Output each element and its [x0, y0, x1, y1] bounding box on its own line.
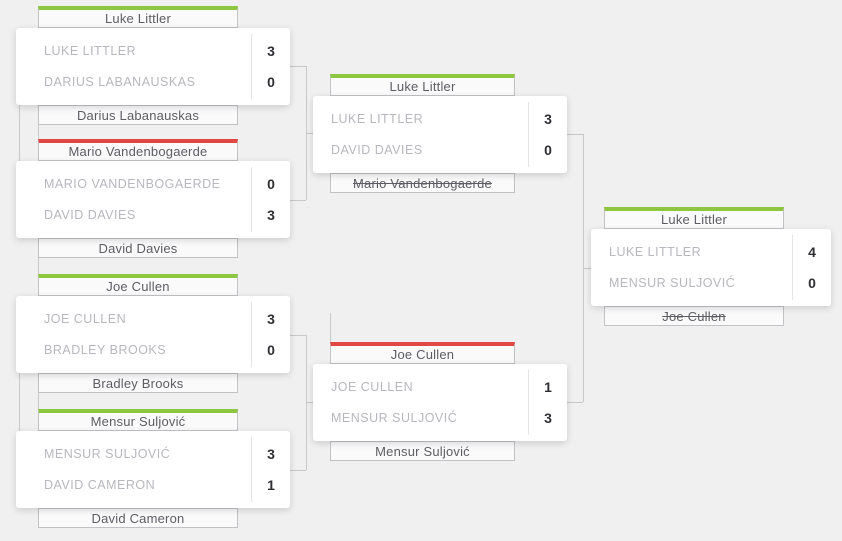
match2-top-slot-tab[interactable]: Mario Vandenbogaerde — [38, 139, 238, 161]
connector-line — [38, 393, 39, 409]
connector-line — [290, 200, 306, 201]
slot-player-name: Luke Littler — [105, 11, 171, 26]
final-score-card[interactable]: LUKE LITTLER 4 MENSUR SULJOVIĆ 0 — [591, 229, 831, 306]
connector-line — [583, 268, 592, 269]
connector-line — [38, 258, 39, 274]
semifinal2-bottom-slot-tab[interactable]: Mensur Suljović — [330, 441, 515, 461]
player-name: JOE CULLEN — [44, 311, 127, 326]
player-score: 0 — [544, 142, 552, 159]
player-score: 1 — [267, 477, 275, 494]
match2-score-card[interactable]: MARIO VANDENBOGAERDE 0 DAVID DAVIES 3 — [16, 161, 290, 238]
connector-line — [19, 334, 20, 470]
player-name: MENSUR SULJOVIĆ — [609, 276, 736, 291]
slot-player-name: Bradley Brooks — [92, 375, 184, 391]
player-score: 3 — [544, 110, 552, 127]
connector-line — [290, 66, 306, 67]
player-row: DAVID DAVIES 0 — [313, 135, 567, 167]
score-divider — [251, 437, 252, 502]
player-row: LUKE LITTLER 3 — [313, 103, 567, 135]
player-row: DAVID DAVIES 3 — [16, 200, 290, 232]
player-score: 4 — [808, 243, 816, 260]
player-row: MARIO VANDENBOGAERDE 0 — [16, 168, 290, 200]
connector-line — [306, 402, 314, 403]
match3-top-slot-tab[interactable]: Joe Cullen — [38, 274, 238, 296]
player-name: DAVID CAMERON — [44, 478, 156, 493]
player-score: 3 — [267, 310, 275, 327]
score-divider — [528, 370, 529, 435]
semifinal1-bottom-slot-tab[interactable]: Mario Vandenbogaerde — [330, 173, 515, 193]
player-name: MENSUR SULJOVIĆ — [44, 446, 171, 461]
player-score: 3 — [267, 207, 275, 224]
match2-bottom-slot-tab[interactable]: David Davies — [38, 238, 238, 258]
match1-top-slot-tab[interactable]: Luke Littler — [38, 6, 238, 28]
final-bottom-slot-tab[interactable]: Joe Cullen — [604, 306, 784, 326]
player-name: LUKE LITTLER — [331, 111, 424, 126]
semifinal2-top-slot-tab[interactable]: Joe Cullen — [330, 342, 515, 364]
connector-line — [330, 313, 331, 342]
connector-line — [567, 134, 583, 135]
player-row: JOE CULLEN 1 — [313, 371, 567, 403]
connector-line — [19, 66, 20, 200]
slot-player-name: Darius Labanauskas — [76, 107, 200, 123]
slot-player-name: Mensur Suljović — [90, 414, 186, 429]
player-score: 3 — [544, 410, 552, 427]
player-name: DAVID DAVIES — [44, 208, 136, 223]
match4-top-slot-tab[interactable]: Mensur Suljović — [38, 409, 238, 431]
player-score: 0 — [267, 175, 275, 192]
connector-line — [306, 133, 314, 134]
connector-line — [567, 402, 583, 403]
score-divider — [792, 235, 793, 300]
score-divider — [251, 302, 252, 367]
match4-score-card[interactable]: MENSUR SULJOVIĆ 3 DAVID CAMERON 1 — [16, 431, 290, 508]
player-name: LUKE LITTLER — [609, 244, 702, 259]
semifinal1-top-slot-tab[interactable]: Luke Littler — [330, 74, 515, 96]
player-row: LUKE LITTLER 4 — [591, 236, 831, 268]
player-score: 3 — [267, 42, 275, 59]
match3-score-card[interactable]: JOE CULLEN 3 BRADLEY BROOKS 0 — [16, 296, 290, 373]
player-name: MARIO VANDENBOGAERDE — [44, 176, 221, 191]
slot-player-name: Mensur Suljović — [375, 443, 470, 459]
player-score: 0 — [267, 342, 275, 359]
player-score: 1 — [544, 378, 552, 395]
player-name: BRADLEY BROOKS — [44, 343, 167, 358]
slot-player-name: David Davies — [98, 240, 178, 256]
match1-bottom-slot-tab[interactable]: Darius Labanauskas — [38, 105, 238, 125]
slot-player-name: Joe Cullen — [662, 308, 726, 324]
final-top-slot-tab[interactable]: Luke Littler — [604, 207, 784, 229]
match1-score-card[interactable]: LUKE LITTLER 3 DARIUS LABANAUSKAS 0 — [16, 28, 290, 105]
match3-bottom-slot-tab[interactable]: Bradley Brooks — [38, 373, 238, 393]
slot-player-name: Mario Vandenbogaerde — [68, 144, 208, 159]
player-score: 0 — [808, 275, 816, 292]
player-name: LUKE LITTLER — [44, 43, 137, 58]
slot-player-name: David Cameron — [91, 510, 185, 526]
match4-bottom-slot-tab[interactable]: David Cameron — [38, 508, 238, 528]
player-row: MENSUR SULJOVIĆ 3 — [313, 403, 567, 435]
semifinal2-score-card[interactable]: JOE CULLEN 1 MENSUR SULJOVIĆ 3 — [313, 364, 567, 441]
connector-line — [290, 470, 306, 471]
score-divider — [251, 167, 252, 232]
player-row: BRADLEY BROOKS 0 — [16, 335, 290, 367]
semifinal1-score-card[interactable]: LUKE LITTLER 3 DAVID DAVIES 0 — [313, 96, 567, 173]
player-name: JOE CULLEN — [331, 379, 414, 394]
slot-player-name: Joe Cullen — [106, 279, 170, 294]
score-divider — [528, 102, 529, 167]
player-name: DARIUS LABANAUSKAS — [44, 75, 196, 90]
connector-line — [38, 125, 39, 139]
slot-player-name: Luke Littler — [661, 212, 727, 227]
player-score: 3 — [267, 445, 275, 462]
player-row: MENSUR SULJOVIĆ 0 — [591, 268, 831, 300]
player-name: DAVID DAVIES — [331, 143, 423, 158]
slot-player-name: Joe Cullen — [390, 347, 455, 362]
player-row: JOE CULLEN 3 — [16, 303, 290, 335]
slot-player-name: Luke Littler — [389, 79, 456, 94]
player-name: MENSUR SULJOVIĆ — [331, 411, 458, 426]
score-divider — [251, 34, 252, 99]
player-row: MENSUR SULJOVIĆ 3 — [16, 438, 290, 470]
player-row: LUKE LITTLER 3 — [16, 35, 290, 67]
slot-player-name: Mario Vandenbogaerde — [353, 175, 492, 191]
player-row: DARIUS LABANAUSKAS 0 — [16, 67, 290, 99]
connector-line — [290, 335, 306, 336]
player-row: DAVID CAMERON 1 — [16, 470, 290, 502]
player-score: 0 — [267, 74, 275, 91]
